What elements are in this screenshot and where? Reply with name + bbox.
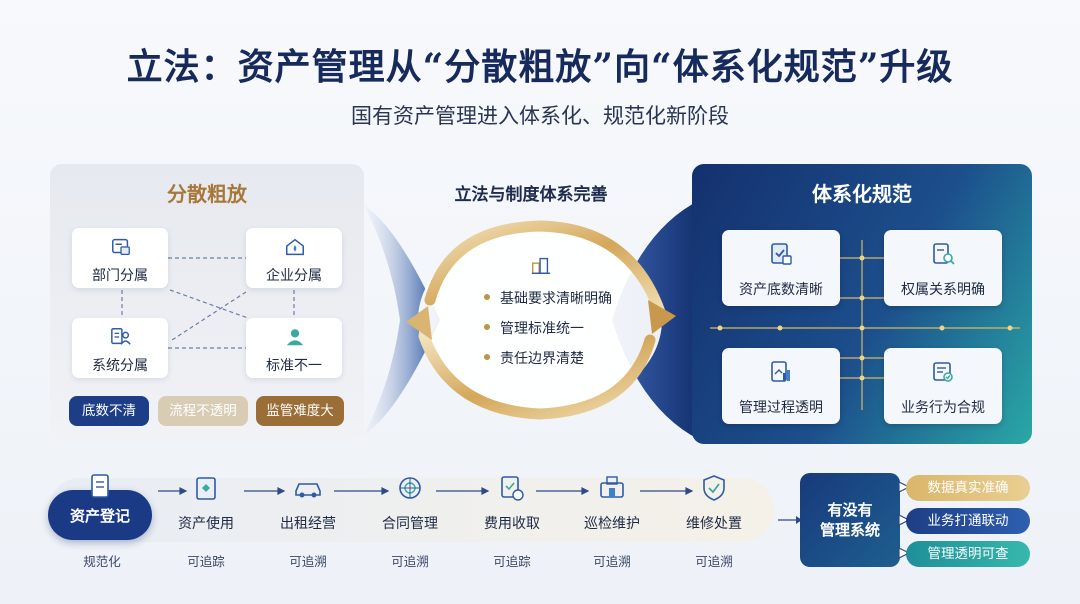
document-grid-icon [112, 238, 130, 255]
page-title: 立法：资产管理从“分散粗放”向“体系化规范”升级 [126, 46, 954, 88]
step-label: 维修处置 [686, 516, 742, 532]
scattered-title: 分散粗放 [167, 182, 247, 206]
step-label: 巡检维护 [584, 516, 640, 532]
tag-opaque: 流程不透明 [158, 396, 248, 426]
contract-icon [399, 477, 421, 499]
node-label: 企业分属 [266, 268, 322, 284]
node-enterprise: 企业分属 [246, 228, 342, 288]
tag-hard-supervision: 监管难度大 [256, 396, 344, 426]
step-sub: 可追溯 [289, 554, 327, 569]
middle-item-label: 责任边界清楚 [500, 351, 584, 367]
clipboard-check-icon [771, 243, 792, 265]
systematic-title: 体系化规范 [812, 182, 912, 206]
middle-item: 责任边界清楚 [484, 348, 584, 368]
left-arrow [364, 205, 440, 435]
step-label: 资产登记 [69, 507, 130, 525]
node-label: 标准不一 [266, 358, 322, 374]
rnode-process: 管理过程透明 [722, 348, 840, 424]
step-sub: 可追踪 [187, 554, 225, 569]
rnode-compliance: 业务行为合规 [884, 348, 1002, 424]
system-label-line1: 有没有 [827, 501, 873, 519]
middle-item: 管理标准统一 [484, 318, 584, 338]
form-check-icon [933, 362, 953, 382]
shield-check-icon [703, 475, 725, 501]
step-inspection: 巡检维护 [572, 472, 652, 533]
system-label-line2: 管理系统 [819, 521, 880, 539]
node-standard: 标准不一 [246, 318, 342, 378]
document-search-icon [933, 243, 955, 265]
step-label: 费用收取 [484, 516, 540, 532]
step-label: 合同管理 [382, 516, 438, 532]
gold-ring-top [424, 220, 666, 318]
node-label: 系统分属 [92, 358, 148, 374]
middle-item-label: 管理标准统一 [500, 321, 584, 337]
management-system-box: 有没有 管理系统 [800, 473, 900, 567]
step-sub: 可追溯 [695, 554, 733, 569]
fee-icon [501, 476, 524, 501]
building-drop-icon [286, 238, 304, 256]
step-label: 资产使用 [178, 516, 234, 532]
inspection-icon [600, 476, 624, 498]
step-register: 资产登记 [48, 490, 152, 540]
car-icon [295, 483, 321, 498]
rnode-label: 权属关系明确 [901, 282, 985, 298]
system-label: 有没有 管理系统 [800, 500, 900, 540]
step-sub: 可追踪 [493, 554, 531, 569]
step-fee: 费用收取 [472, 472, 552, 533]
node-system: 系统分属 [72, 318, 168, 378]
step-sub: 可追溯 [593, 554, 631, 569]
middle-item-label: 基础要求清晰明确 [500, 291, 612, 307]
bullet-dot [484, 294, 490, 300]
gold-ring-bottom [418, 330, 656, 420]
process-flow-track [48, 478, 774, 542]
result-business-linked: 业务打通联动 [906, 508, 1030, 534]
chart-document-icon [771, 361, 790, 382]
bullet-dot [484, 324, 490, 330]
middle-title: 立法与制度体系完善 [454, 185, 608, 205]
step-sub: 可追溯 [391, 554, 429, 569]
step-leasing: 出租经营 [268, 472, 348, 533]
scattered-panel: 分散粗放 [50, 164, 364, 439]
usage-icon [196, 477, 216, 500]
result-data-accurate: 数据真实准确 [906, 475, 1030, 501]
step-repair: 维修处置 [674, 472, 754, 533]
middle-item: 基础要求清晰明确 [484, 288, 612, 308]
list-person-icon [111, 328, 131, 345]
tag-unclear: 底数不清 [69, 396, 149, 426]
buildings-icon [531, 257, 551, 274]
rnode-ownership: 权属关系明确 [884, 230, 1002, 306]
person-icon [286, 329, 304, 346]
result-transparent: 管理透明可查 [906, 541, 1030, 567]
node-dept: 部门分属 [72, 228, 168, 288]
step-contract: 合同管理 [370, 472, 450, 533]
node-label: 部门分属 [92, 268, 148, 284]
rnode-label: 业务行为合规 [901, 400, 985, 416]
bullet-dot [484, 354, 490, 360]
page-subtitle: 国有资产管理进入体系化、规范化新阶段 [351, 104, 729, 128]
register-icon [91, 474, 109, 498]
step-sub: 规范化 [83, 554, 121, 569]
step-usage: 资产使用 [166, 472, 246, 533]
step-label: 出租经营 [280, 516, 336, 532]
rnode-label: 资产底数清晰 [739, 282, 823, 298]
rnode-label: 管理过程透明 [739, 400, 823, 416]
rnode-assets-clear: 资产底数清晰 [722, 230, 840, 306]
